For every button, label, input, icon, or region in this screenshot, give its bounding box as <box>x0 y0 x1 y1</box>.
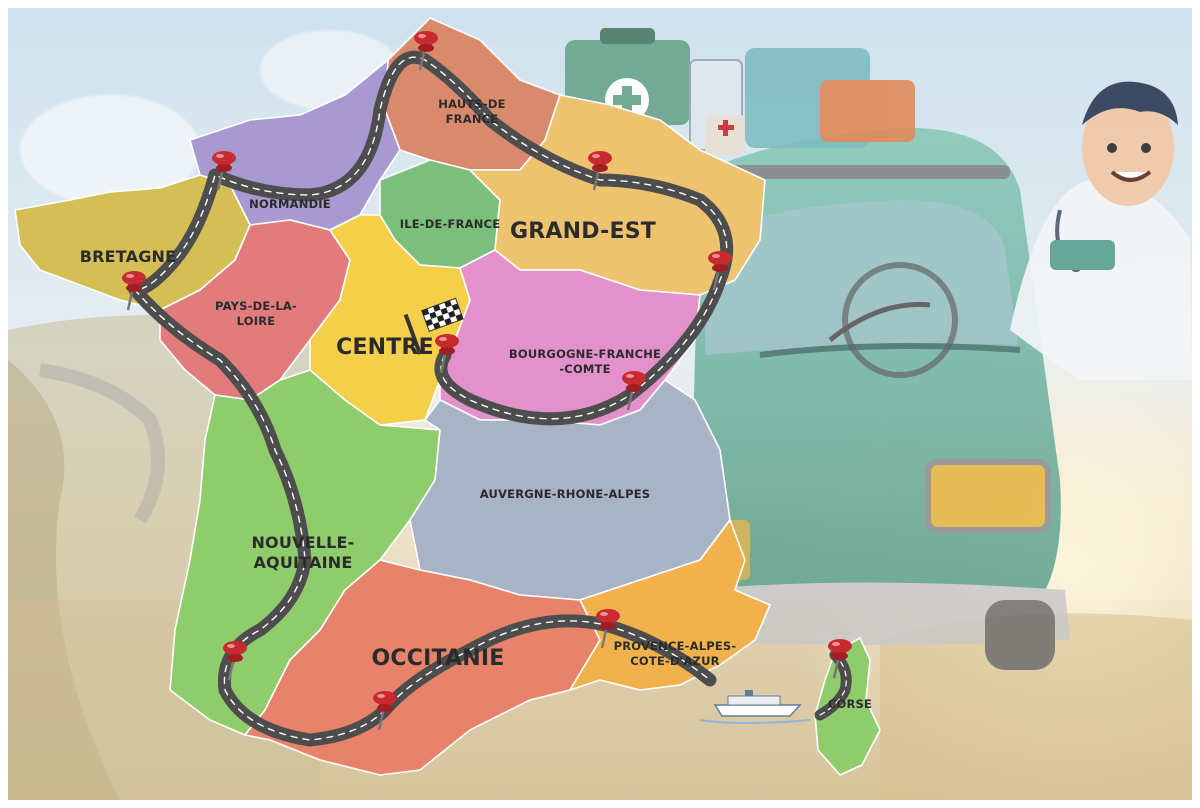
map-pin-icon[interactable] <box>223 641 247 681</box>
region-label-line: CORSE <box>828 697 872 711</box>
map-pin-icon[interactable] <box>373 691 397 731</box>
region-label-line: PAYS-DE-LA- <box>215 299 297 313</box>
region-label-line: -COMTE <box>559 362 610 376</box>
region-label-line: GRAND-EST <box>510 219 656 244</box>
map-pin-icon[interactable] <box>622 371 646 411</box>
finish-flag-icon <box>403 297 464 355</box>
region-label-line: COTE-D'AZUR <box>630 654 719 668</box>
ferry-icon <box>699 690 811 724</box>
map-pin-icon[interactable] <box>435 334 459 374</box>
region-label-line: HAUTS-DE <box>438 97 505 111</box>
region-label-corse: CORSE <box>828 697 872 711</box>
region-label-line: BOURGOGNE-FRANCHE <box>509 347 661 361</box>
region-label-occitanie: OCCITANIE <box>372 646 505 671</box>
map-pin-icon[interactable] <box>596 609 620 649</box>
map-pin-icon[interactable] <box>708 251 732 291</box>
doctor-icon <box>1010 81 1192 380</box>
region-label-line: FRANCE <box>446 112 499 126</box>
route-pins <box>122 31 852 731</box>
region-label-line: CENTRE <box>336 335 434 360</box>
region-occitanie[interactable] <box>244 559 601 776</box>
region-label-line: BRETAGNE <box>80 247 177 266</box>
region-label-line: LOIRE <box>237 314 276 328</box>
region-label-line: PROVENCE-ALPES- <box>614 639 737 653</box>
map-pin-icon[interactable] <box>122 271 146 311</box>
region-label-ile-de-france: ILE-DE-FRANCE <box>400 217 501 231</box>
region-label-normandie: NORMANDIE <box>249 197 331 211</box>
road-route <box>128 50 852 747</box>
van-icon <box>690 127 1070 670</box>
region-label-centre: CENTRE <box>336 335 434 360</box>
region-label-line: OCCITANIE <box>372 646 505 671</box>
region-label-pays-de-la-loire: PAYS-DE-LA-LOIRE <box>215 299 297 328</box>
region-label-nouvelle-aquitaine: NOUVELLE-AQUITAINE <box>251 533 354 572</box>
region-provence-alpes-cote-dazur[interactable] <box>569 519 771 691</box>
map-pin-icon[interactable] <box>828 639 852 679</box>
map-pin-icon[interactable] <box>414 31 438 71</box>
region-label-auvergne-rhone-alpes: AUVERGNE-RHONE-ALPES <box>480 487 651 501</box>
region-corse[interactable] <box>814 637 881 776</box>
region-label-bourgogne-franche-comte: BOURGOGNE-FRANCHE-COMTE <box>509 347 661 376</box>
region-label-line: ILE-DE-FRANCE <box>400 217 501 231</box>
region-label-line: NORMANDIE <box>249 197 331 211</box>
map-pin-icon[interactable] <box>212 151 236 191</box>
region-label-line: AQUITAINE <box>253 553 352 572</box>
region-label-grand-est: GRAND-EST <box>510 219 656 244</box>
region-grand-est[interactable] <box>469 94 766 296</box>
map-pin-icon[interactable] <box>588 151 612 191</box>
region-label-line: NOUVELLE- <box>251 533 354 552</box>
region-label-bretagne: BRETAGNE <box>80 247 177 266</box>
region-label-line: AUVERGNE-RHONE-ALPES <box>480 487 651 501</box>
region-label-provence-alpes-cote-dazur: PROVENCE-ALPES-COTE-D'AZUR <box>614 639 737 668</box>
